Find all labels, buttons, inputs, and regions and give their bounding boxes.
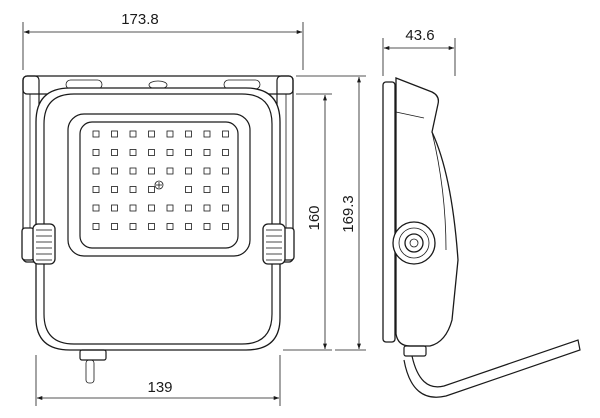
led-chip [222, 130, 229, 138]
led-chip [148, 167, 155, 175]
side-bracket-plate [382, 81, 396, 343]
led-chip [111, 223, 118, 230]
led-chip [222, 167, 229, 175]
led-chip [185, 167, 192, 175]
side-view [382, 77, 581, 398]
dim-body-width: 139 [147, 379, 172, 396]
led-chip [92, 204, 100, 212]
led-chip [111, 130, 118, 138]
led-chip [166, 223, 174, 230]
led-chip [92, 149, 100, 156]
led-chip [185, 223, 192, 230]
led-chip [203, 167, 211, 175]
center-screw [154, 180, 164, 190]
led-chip [185, 204, 192, 212]
side-cable [403, 339, 581, 398]
front-view [21, 75, 295, 384]
led-chip [148, 149, 155, 156]
dim-overall-width: 173.8 [121, 11, 159, 28]
housing [35, 87, 281, 384]
led-grid [92, 130, 229, 230]
led-module [67, 113, 251, 257]
led-chip [203, 186, 211, 193]
led-chip [129, 186, 137, 193]
led-chip [203, 223, 211, 230]
cable-gland [79, 349, 107, 361]
led-chip [203, 204, 211, 212]
led-chip [222, 223, 229, 230]
led-chip [92, 130, 100, 138]
left-knob [21, 223, 56, 265]
led-chip [129, 204, 137, 212]
dim-overall-height: 169.3 [340, 195, 357, 233]
led-chip [148, 223, 155, 230]
led-chip [166, 167, 174, 175]
led-chip [222, 149, 229, 156]
cable [85, 359, 95, 384]
led-chip [129, 130, 137, 138]
led-chip [166, 130, 174, 138]
led-chip [111, 186, 118, 193]
led-chip [166, 149, 174, 156]
dimension-lines [22, 22, 456, 406]
led-chip [92, 167, 100, 175]
led-chip [129, 167, 137, 175]
side-housing [395, 77, 459, 347]
side-cable-gland [403, 345, 427, 357]
led-chip [92, 223, 100, 230]
led-chip [185, 149, 192, 156]
led-chip [222, 186, 229, 193]
led-chip [203, 130, 211, 138]
side-pivot-knob [392, 221, 436, 265]
dim-side-depth: 43.6 [405, 27, 434, 44]
led-chip [111, 149, 118, 156]
led-chip [203, 149, 211, 156]
led-chip [185, 130, 192, 138]
led-chip [111, 204, 118, 212]
led-chip [166, 204, 174, 212]
led-chip [148, 186, 155, 193]
dim-inner-height: 160 [306, 205, 323, 230]
led-chip [129, 149, 137, 156]
led-chip [129, 223, 137, 230]
led-chip [148, 130, 155, 138]
right-knob [262, 223, 295, 265]
led-chip [148, 204, 155, 212]
led-chip [92, 186, 100, 193]
led-chip [185, 186, 192, 193]
dimension-labels: 173.8 43.6 139 160 169.3 [121, 11, 434, 396]
led-chip [222, 204, 229, 212]
led-chip [111, 167, 118, 175]
